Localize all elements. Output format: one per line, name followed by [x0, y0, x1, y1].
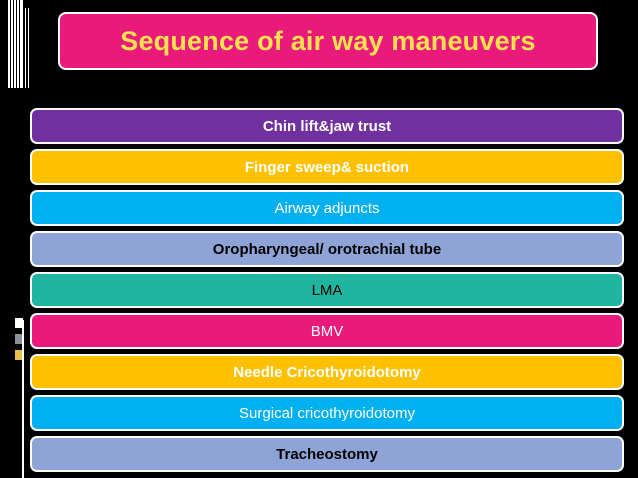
step-box: Surgical cricothyroidotomy — [30, 395, 624, 431]
slide-title: Sequence of air way maneuvers — [120, 25, 536, 56]
decorative-mark — [15, 350, 23, 360]
step-label: LMA — [311, 281, 343, 299]
step-box: Finger sweep& suction — [30, 149, 624, 185]
step-box: Oropharyngeal/ orotrachial tube — [30, 231, 624, 267]
step-box: BMV — [30, 313, 624, 349]
decorative-side-line — [22, 320, 24, 478]
step-label: Airway adjuncts — [274, 199, 380, 217]
step-label: Finger sweep& suction — [244, 158, 410, 176]
step-label: Surgical cricothyroidotomy — [239, 404, 415, 422]
step-label: Chin lift&jaw trust — [262, 117, 392, 135]
step-label: BMV — [310, 322, 344, 340]
decorative-mark — [15, 334, 23, 344]
step-label: Needle Cricothyroidotomy — [233, 363, 421, 381]
decorative-mark — [15, 318, 23, 328]
step-sequence: Chin lift&jaw trust Finger sweep& suctio… — [30, 108, 624, 477]
title-banner: Sequence of air way maneuvers — [58, 12, 598, 70]
step-label: Oropharyngeal/ orotrachial tube — [212, 240, 442, 258]
decorative-stripe-top-inner — [22, 8, 30, 88]
step-box: Airway adjuncts — [30, 190, 624, 226]
step-box: Chin lift&jaw trust — [30, 108, 624, 144]
step-box: LMA — [30, 272, 624, 308]
step-label: Tracheostomy — [276, 445, 378, 463]
step-box: Needle Cricothyroidotomy — [30, 354, 624, 390]
step-box: Tracheostomy — [30, 436, 624, 472]
decorative-stripe-top — [8, 0, 23, 88]
